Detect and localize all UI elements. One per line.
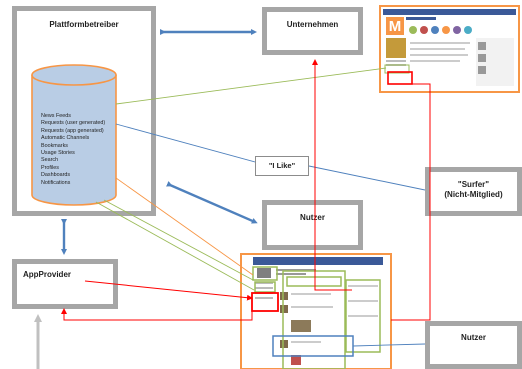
company-box: Unternehmen: [262, 7, 363, 55]
user-box-middle: Nutzer: [262, 200, 363, 250]
database-company-green-line: [115, 67, 387, 105]
database-feed-green-line-b: [95, 201, 255, 291]
feature-item: Profiles: [41, 164, 59, 171]
company-page-screenshot-image: M: [379, 5, 520, 93]
surfer-title-line1: "Surfer": [457, 180, 490, 189]
user-box-middle-title: Nutzer: [300, 213, 325, 222]
appprovider-feed-red-line: [84, 280, 253, 301]
database-feed-orange-line: [115, 177, 254, 276]
user-box-bottom-title: Nutzer: [461, 333, 486, 342]
feature-item: Usage Stories: [41, 150, 75, 157]
platform-feature-list: News Feeds Requests (user generated) Req…: [41, 113, 105, 187]
company-feed-red-line: [388, 83, 431, 321]
database-feed-green-line-a: [103, 199, 254, 281]
platform-operator-title: Plattformbetreiber: [49, 20, 119, 29]
feature-item: Bookmarks: [41, 142, 68, 149]
database-cylinder-icon: [31, 64, 117, 206]
user-box-bottom: Nutzer: [425, 321, 522, 369]
feature-item: Automatic Channels: [41, 135, 90, 142]
database-surfer-line: [115, 123, 256, 163]
platform-user-arrow: [166, 181, 258, 224]
feature-item: Requests (app generated): [41, 127, 104, 134]
feature-item: Requests (user generated): [41, 120, 106, 127]
app-provider-title: AppProvider: [23, 270, 72, 279]
feature-item: News Feeds: [41, 113, 71, 119]
surfer-title-line2: (Nicht-Mitglied): [444, 190, 503, 199]
like-surfer-line: [308, 165, 426, 191]
feed-appprovider-return-red-line: [61, 308, 253, 321]
i-like-label: "I Like": [255, 156, 309, 176]
svg-text:M: M: [389, 18, 402, 35]
company-title: Unternehmen: [286, 20, 339, 29]
feed-company-red-line: [312, 59, 352, 291]
feature-item: Dashboards: [41, 172, 71, 179]
surfer-box: "Surfer" (Nicht-Mitglied): [425, 167, 522, 216]
feature-item: Notifications: [41, 179, 71, 186]
feature-item: Search: [41, 157, 59, 164]
user-feed-screenshot-image: [240, 253, 392, 369]
feed-user-line: [352, 343, 426, 347]
